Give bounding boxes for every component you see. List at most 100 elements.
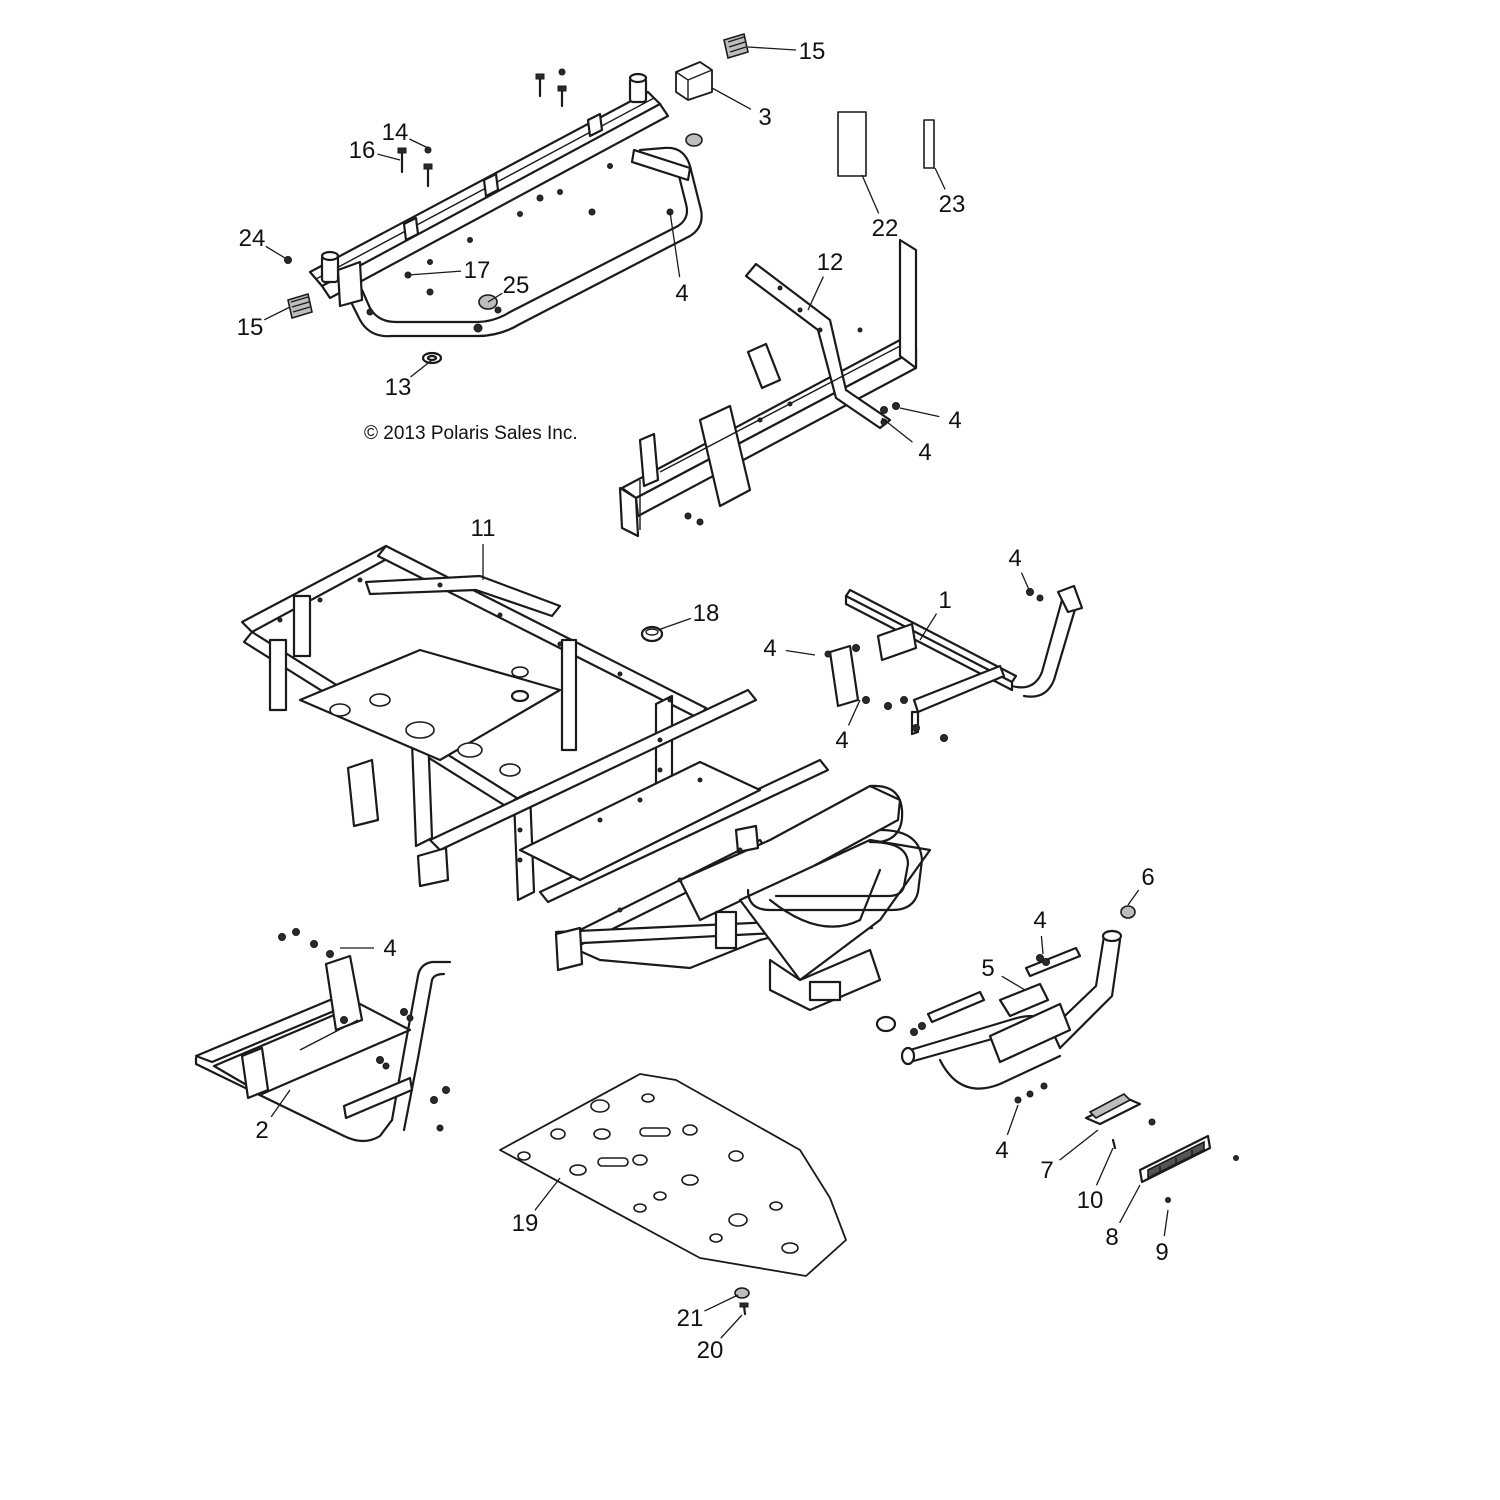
callout-leader-line	[657, 617, 692, 631]
copyright-notice: © 2013 Polaris Sales Inc.	[364, 423, 578, 444]
callout-8: 8	[1105, 1184, 1141, 1251]
callout-23: 23	[934, 167, 966, 218]
callout-20: 20	[697, 1314, 743, 1364]
callout-15: 15	[747, 38, 826, 65]
callout-number: 4	[995, 1137, 1008, 1164]
callout-leader-line	[747, 46, 797, 51]
callout-4: 4	[881, 417, 932, 466]
callout-number: 15	[237, 314, 264, 341]
part-15-grille-clip-top	[723, 32, 749, 60]
callout-leader-line	[669, 211, 681, 278]
callout-number: 6	[1141, 864, 1154, 891]
callout-leader-line	[409, 138, 429, 149]
callout-leader-line	[1095, 1147, 1114, 1186]
part-10-screw	[1111, 1138, 1117, 1150]
callout-leader-line	[410, 359, 433, 378]
bumper-grommet	[875, 1015, 897, 1033]
callout-4: 4	[899, 407, 962, 434]
callout-number: 22	[872, 215, 899, 242]
callout-number: 13	[385, 374, 412, 401]
callout-4: 4	[1008, 545, 1031, 593]
callout-13: 13	[385, 359, 433, 401]
callout-leader-line	[377, 153, 401, 161]
part-9-screw	[1165, 1155, 1239, 1203]
part-12-rear-cross-member	[618, 238, 918, 538]
callout-4: 4	[995, 1104, 1019, 1164]
callout-number: 23	[939, 191, 966, 218]
callout-leader-line	[934, 167, 946, 190]
part-3-block	[675, 61, 713, 101]
callout-19: 19	[512, 1177, 561, 1237]
callout-leader-line	[881, 417, 913, 443]
callout-leader-line	[1119, 1184, 1141, 1224]
callout-labels: 1234444444445678910111213141515161718192…	[237, 38, 1169, 1364]
part-8-mesh-grille	[1138, 1134, 1212, 1184]
callout-2: 2	[255, 1089, 291, 1144]
part-23-decal-strip	[923, 119, 935, 169]
callout-leader-line	[1001, 975, 1026, 991]
callout-number: 7	[1040, 1157, 1053, 1184]
callout-number: 2	[255, 1117, 268, 1144]
part-19-skid-plate	[499, 1073, 847, 1277]
callout-leader-line	[847, 699, 861, 726]
part-21-washer	[734, 1287, 750, 1299]
callout-22: 22	[861, 174, 899, 242]
callout-number: 17	[464, 257, 491, 284]
callout-4: 4	[1033, 907, 1047, 955]
part-11-main-frame	[240, 544, 932, 1012]
callout-leader-line	[487, 292, 503, 303]
callout-leader-line	[899, 407, 940, 418]
callout-21: 21	[677, 1294, 739, 1332]
callout-number: 4	[1008, 545, 1021, 572]
callout-leader-line	[1006, 1104, 1019, 1136]
callout-7: 7	[1040, 1129, 1099, 1184]
callout-leader-line	[919, 613, 938, 641]
callout-24: 24	[239, 225, 286, 259]
callout-leader-line	[785, 649, 816, 656]
callout-leader-line	[1020, 572, 1031, 593]
part-2-side-frame	[194, 928, 452, 1143]
callout-leader-line	[861, 174, 880, 214]
part-1-rear-support	[824, 584, 1084, 742]
callout-number: 9	[1155, 1239, 1168, 1266]
callout-leader-line	[265, 245, 286, 259]
part-18-plug	[640, 625, 664, 643]
callout-number: 16	[349, 137, 376, 164]
callout-4: 4	[763, 635, 816, 662]
callout-number: 5	[981, 955, 994, 982]
callout-leader-line	[534, 1177, 561, 1211]
part-22-decal	[837, 111, 867, 177]
callout-1: 1	[919, 587, 952, 641]
callout-4: 4	[340, 935, 397, 962]
callout-number: 4	[918, 439, 931, 466]
callout-number: 4	[835, 727, 848, 754]
callout-4: 4	[669, 211, 689, 307]
part-15-grille-clip-left	[287, 292, 313, 320]
part-5-front-bumper	[900, 929, 1123, 1090]
part-6-cap	[1120, 905, 1136, 919]
callout-5: 5	[981, 955, 1026, 991]
callout-leader-line	[1040, 935, 1044, 955]
callout-number: 15	[799, 38, 826, 65]
callout-number: 8	[1105, 1224, 1118, 1251]
callout-17: 17	[407, 257, 491, 284]
callout-number: 25	[503, 272, 530, 299]
callout-leader-line	[807, 276, 824, 311]
callout-11: 11	[471, 515, 495, 580]
callout-leader-line	[720, 1314, 743, 1339]
callout-number: 4	[948, 407, 961, 434]
callout-number: 21	[677, 1305, 704, 1332]
callout-12: 12	[807, 249, 843, 311]
callout-14: 14	[382, 119, 429, 149]
callout-leader-line	[1127, 889, 1140, 906]
callout-leader-line	[270, 1089, 291, 1118]
callout-number: 19	[512, 1210, 539, 1237]
callout-number: 18	[693, 600, 720, 627]
callout-number: 3	[758, 104, 771, 131]
part-20-screw	[739, 1302, 749, 1316]
callout-16: 16	[349, 137, 401, 164]
callout-number: 4	[763, 635, 776, 662]
callout-3: 3	[711, 87, 772, 131]
callout-leader-line	[407, 270, 462, 276]
